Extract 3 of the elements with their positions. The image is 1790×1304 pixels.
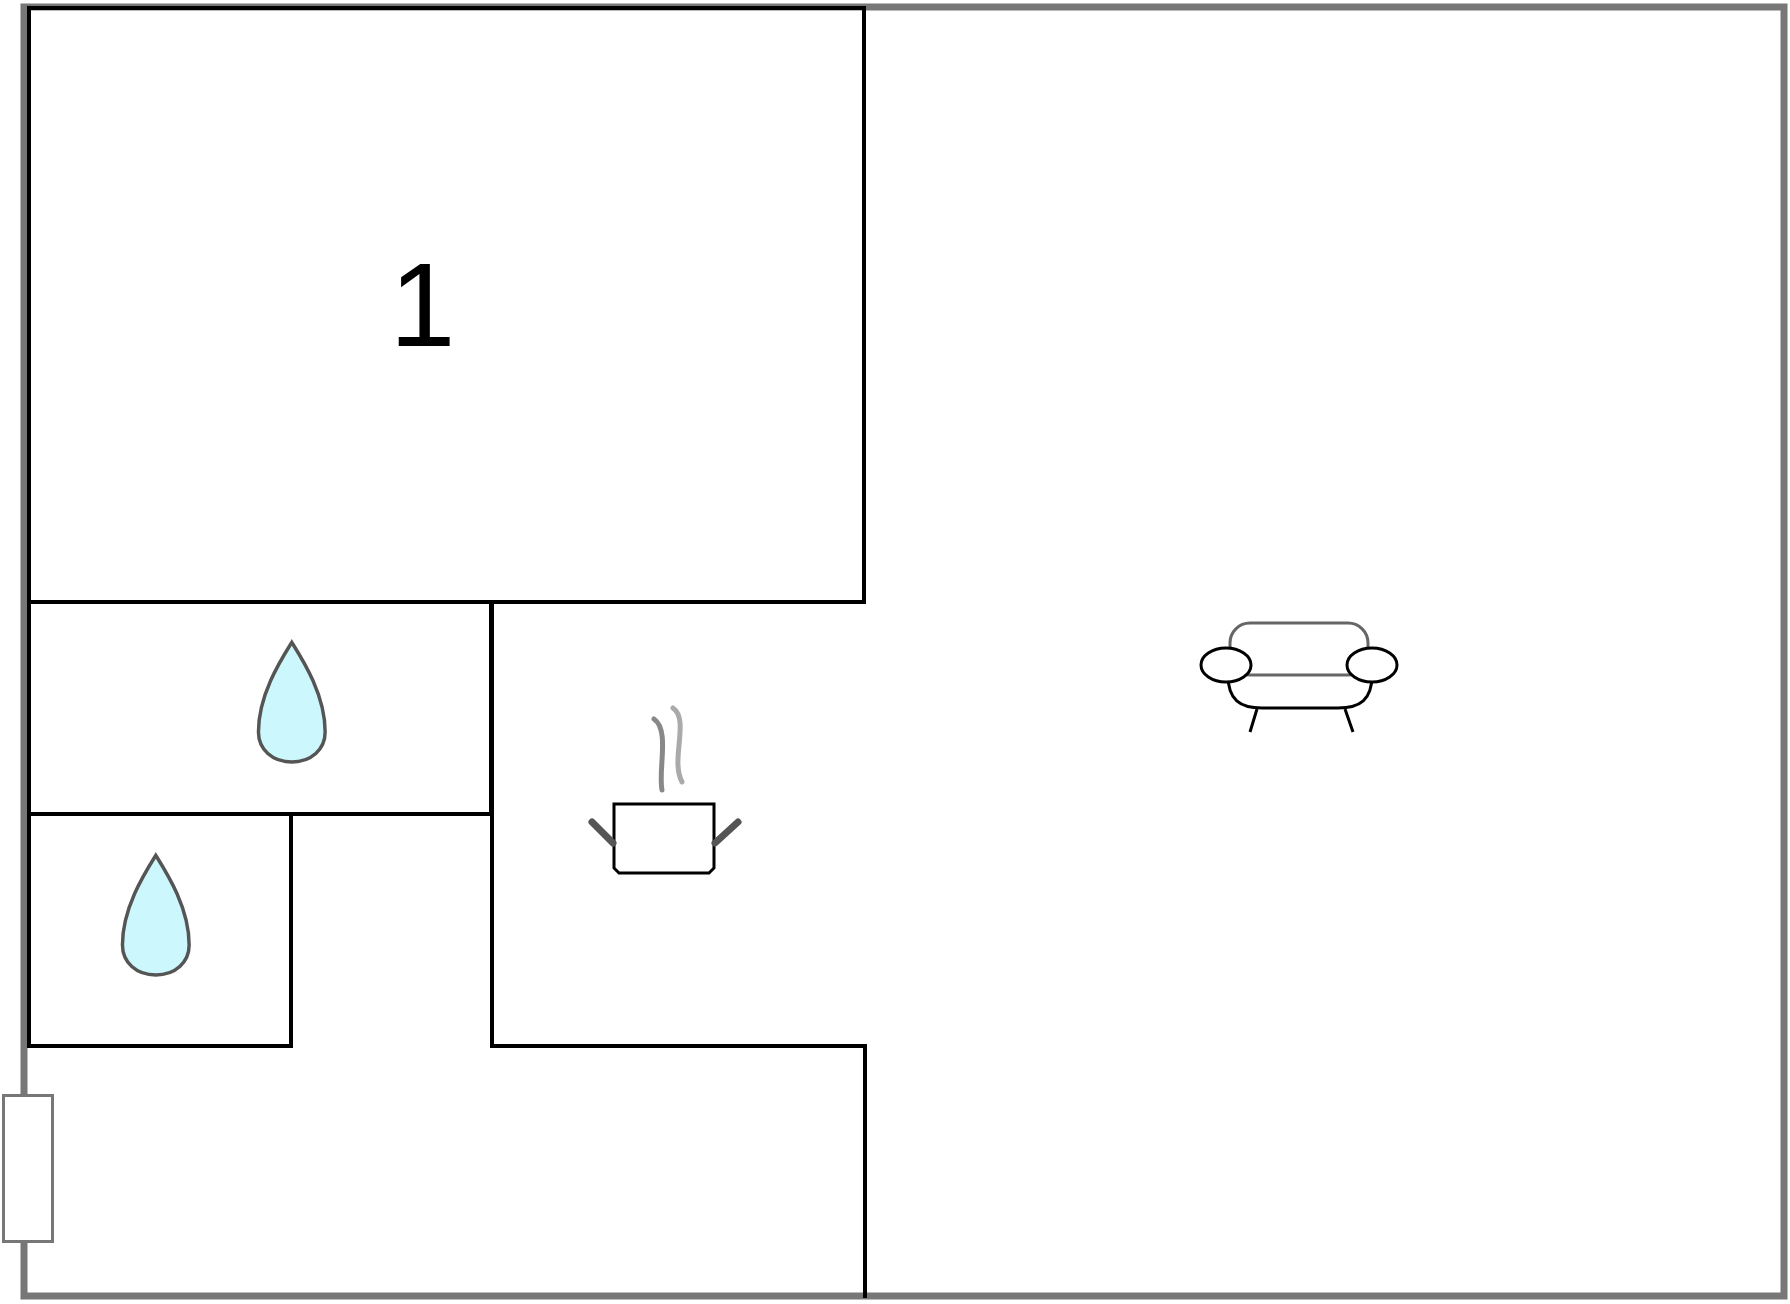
door-symbol [2,1094,54,1243]
room-number: 1 [389,246,456,364]
room-outline [27,6,866,604]
